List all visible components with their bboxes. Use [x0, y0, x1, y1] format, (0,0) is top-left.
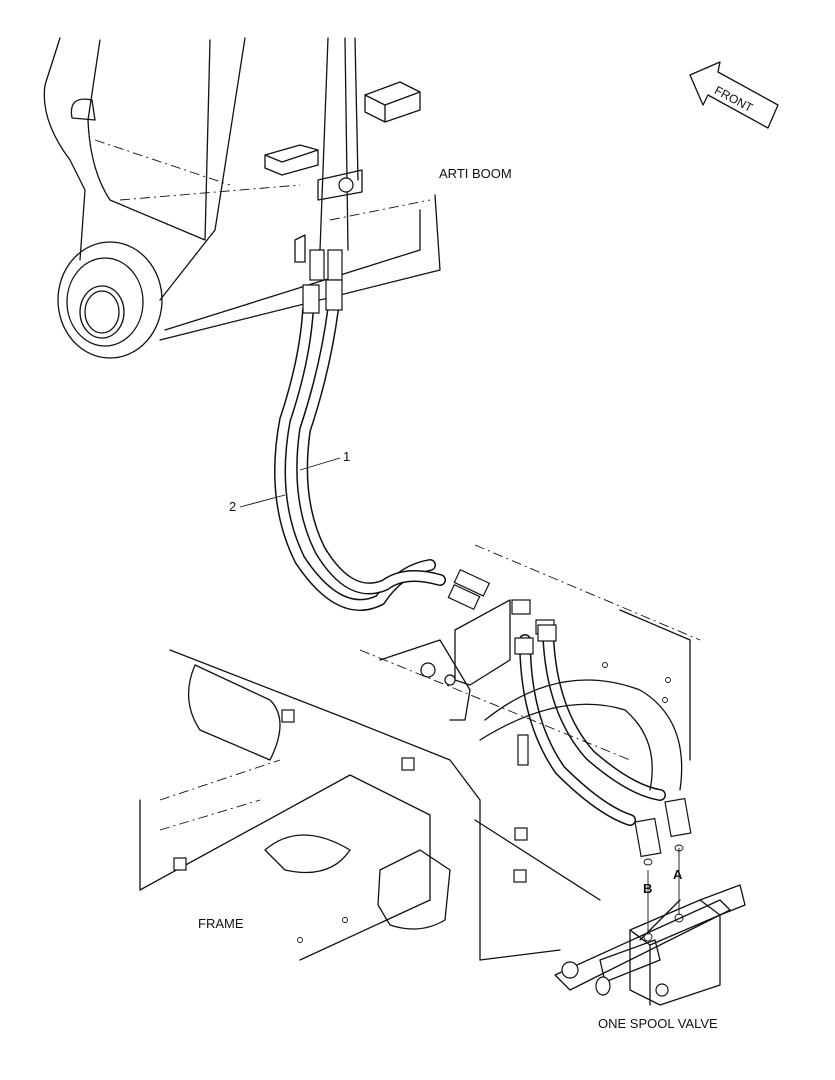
- arti-boom: [43, 37, 441, 359]
- fittings: [302, 249, 692, 858]
- one-spool-valve: [554, 844, 746, 1006]
- arti-boom-label: ARTI BOOM: [439, 166, 512, 181]
- callout-2: 2: [229, 499, 237, 514]
- frame-label: FRAME: [198, 916, 244, 931]
- callout-1: 1: [343, 449, 351, 464]
- hoses: [274, 304, 666, 826]
- port-a-label: A: [673, 867, 683, 882]
- callout-1-leader: [299, 457, 341, 471]
- frame: [139, 544, 701, 961]
- front-arrow-icon: [689, 61, 779, 129]
- port-b-label: B: [643, 881, 653, 896]
- one-spool-valve-label: ONE SPOOL VALVE: [598, 1016, 718, 1031]
- mounting-bracket: [379, 599, 683, 791]
- callout-2-leader: [239, 494, 286, 508]
